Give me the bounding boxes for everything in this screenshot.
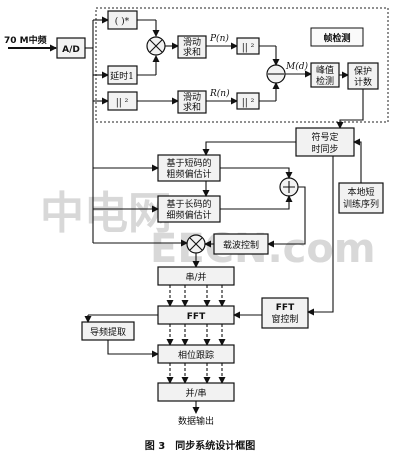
rn-label: R(n)	[209, 88, 230, 99]
figure-caption: 图 3 同步系统设计框图	[145, 439, 255, 452]
parallel-serial-label: 并/串	[185, 387, 206, 399]
symbol-timing-line1: 符号定	[311, 131, 338, 143]
protect-count-block	[347, 62, 379, 90]
sliding-sum-1-line2: 求和	[183, 46, 201, 58]
sliding-sum-block-1	[177, 35, 207, 59]
sliding-sum-1-line1: 滑动	[183, 37, 201, 48]
protect-count-line2: 计数	[354, 76, 372, 88]
data-output-label: 数据输出	[178, 415, 214, 427]
local-training-line1: 本地短	[347, 186, 374, 198]
local-training-line2: 训练序列	[343, 198, 379, 210]
phase-track-label: 相位跟踪	[178, 349, 214, 361]
symbol-timing-block	[295, 127, 355, 157]
abs-square-label-3: || ²	[242, 98, 255, 108]
fine-freq-line1: 基于长码的	[166, 198, 211, 210]
sliding-sum-2-line2: 求和	[183, 101, 201, 113]
frame-detect-label: 帧检测	[323, 32, 350, 44]
peak-detect-line2: 检测	[316, 75, 334, 87]
conjugate-label: ( )*	[115, 16, 130, 27]
phase-track-block	[157, 344, 235, 364]
frame-detect-region	[95, 7, 389, 123]
abs-square-label-2: || ²	[242, 43, 255, 53]
peak-detect-block	[310, 62, 340, 88]
coarse-freq-line1: 基于短码的	[166, 157, 211, 169]
abs-square-label-1: || ²	[116, 98, 129, 108]
coarse-freq-block	[157, 154, 221, 182]
pilot-extract-label: 导频提取	[90, 326, 126, 338]
fft-window-line1: FFT	[276, 303, 295, 313]
serial-parallel-label: 串/并	[185, 271, 206, 283]
input-label: 70 M中频	[4, 34, 47, 46]
symbol-timing-line2: 时同步	[311, 143, 338, 155]
md-label: M(d)	[285, 61, 308, 72]
sliding-sum-2-line1: 滑动	[183, 92, 201, 103]
coarse-freq-line2: 粗频偏估计	[166, 168, 211, 180]
ad-label: A/D	[62, 45, 80, 55]
carrier-control-label: 载波控制	[223, 239, 259, 251]
protect-count-line1: 保护	[354, 65, 372, 77]
fft-window-line2: 窗控制	[271, 313, 298, 325]
delay-label: 延时1	[110, 70, 134, 82]
serial-parallel-block	[157, 266, 235, 286]
frame-detect-box	[310, 27, 364, 47]
sliding-sum-block-2	[177, 90, 207, 114]
watermark-cn: 中电网	[40, 188, 172, 239]
fine-freq-line2: 细频偏估计	[166, 209, 211, 221]
fine-freq-block	[157, 195, 221, 223]
fft-label: FFT	[187, 312, 206, 322]
peak-detect-line1: 峰值	[316, 64, 334, 76]
pn-label: P(n)	[209, 33, 229, 44]
